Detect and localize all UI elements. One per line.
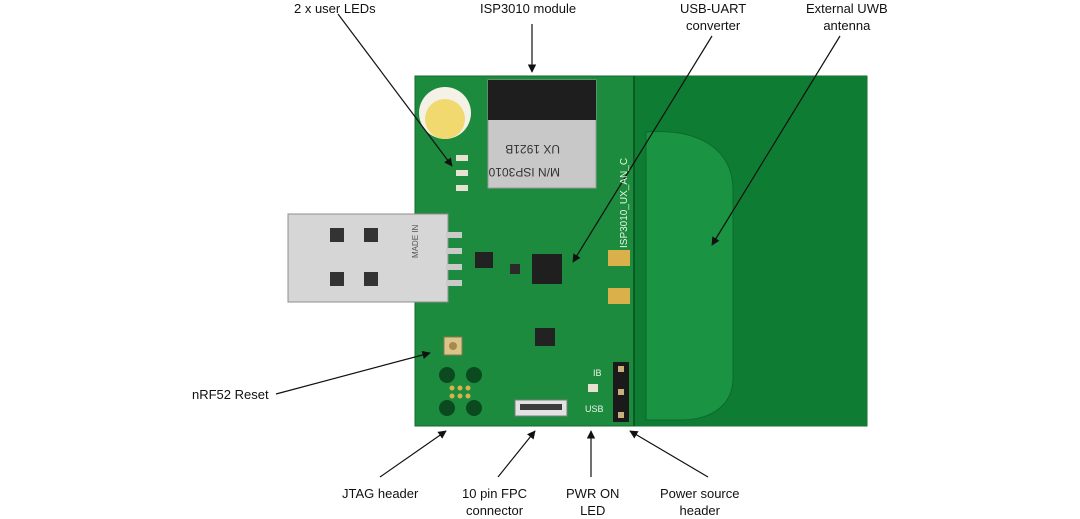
arrow-jtag	[379, 430, 447, 478]
silk-ib: IB	[593, 368, 602, 378]
arrow-user-leds	[337, 13, 453, 167]
usb-plug-text: MADE IN	[411, 224, 420, 258]
led-1	[456, 155, 468, 161]
usb-uart-chip	[532, 254, 562, 284]
module-marking-1: UX 1921B	[505, 142, 560, 156]
label-user-leds: 2 x user LEDs	[294, 1, 376, 16]
antenna-element	[645, 131, 734, 421]
feed-pad-2	[608, 288, 630, 304]
pcb-silkscreen-name: ISP3010_UX_AN_C	[619, 158, 630, 248]
label-jtag: JTAG header	[342, 486, 419, 501]
feed-pad-1	[608, 250, 630, 266]
pwr-on-led	[588, 384, 598, 392]
module-marking-2: M/N ISP3010	[488, 165, 560, 179]
arrow-fpc	[497, 430, 536, 478]
label-module: ISP3010 module	[480, 1, 577, 16]
arrow-uwb	[711, 35, 841, 246]
led-2	[456, 170, 468, 176]
silk-usb: USB	[585, 404, 604, 414]
label-reset: nRF52 Reset	[192, 387, 269, 402]
usb-plug	[287, 213, 449, 303]
arrow-power-src	[629, 430, 709, 478]
arrow-usb-uart	[572, 35, 713, 263]
jtag-header	[439, 367, 482, 416]
arrow-reset	[275, 350, 431, 395]
